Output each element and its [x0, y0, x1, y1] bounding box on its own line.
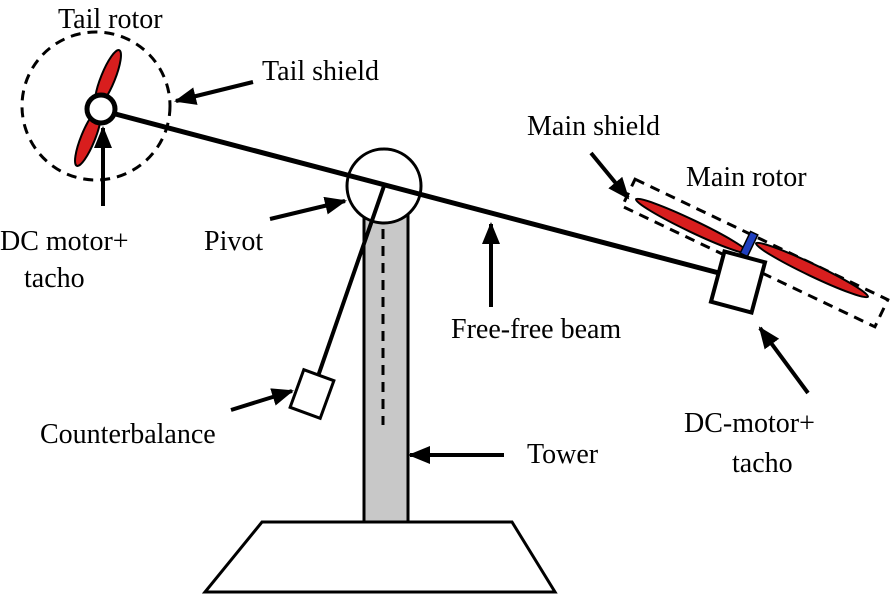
- label-free-free-beam: Free-free beam: [451, 314, 621, 345]
- label-tower: Tower: [527, 439, 599, 470]
- counterbalance-rod: [314, 185, 386, 383]
- tail-shield-arrow: [174, 80, 254, 105]
- label-dc-motor-left-line2: tacho: [24, 263, 85, 294]
- label-counterbalance: Counterbalance: [40, 419, 216, 450]
- label-dc-motor-right-line1: DC-motor+: [684, 408, 815, 439]
- counterbalance-arrow: [230, 388, 294, 412]
- base: [201, 520, 558, 594]
- label-pivot: Pivot: [204, 226, 263, 257]
- dc-motor-right-arrow: [758, 326, 810, 395]
- tower: [362, 203, 410, 524]
- label-tail-rotor: Tail rotor: [58, 4, 163, 35]
- label-dc-motor-right-line2: tacho: [732, 448, 793, 479]
- free-free-beam: [103, 108, 739, 281]
- main-shield-arrow: [589, 151, 630, 200]
- pivot-arrow: [269, 196, 347, 221]
- tail-shield: [20, 30, 172, 182]
- tail-rotor-hub: [84, 92, 118, 126]
- label-main-rotor: Main rotor: [686, 162, 807, 193]
- main-rotor-blade-right: [754, 241, 870, 299]
- label-tail-shield: Tail shield: [262, 56, 379, 87]
- label-dc-motor-left-line1: DC motor+: [0, 226, 129, 257]
- counterbalance-weight: [288, 367, 336, 421]
- label-main-shield: Main shield: [527, 111, 660, 142]
- main-motor-box: [708, 249, 768, 315]
